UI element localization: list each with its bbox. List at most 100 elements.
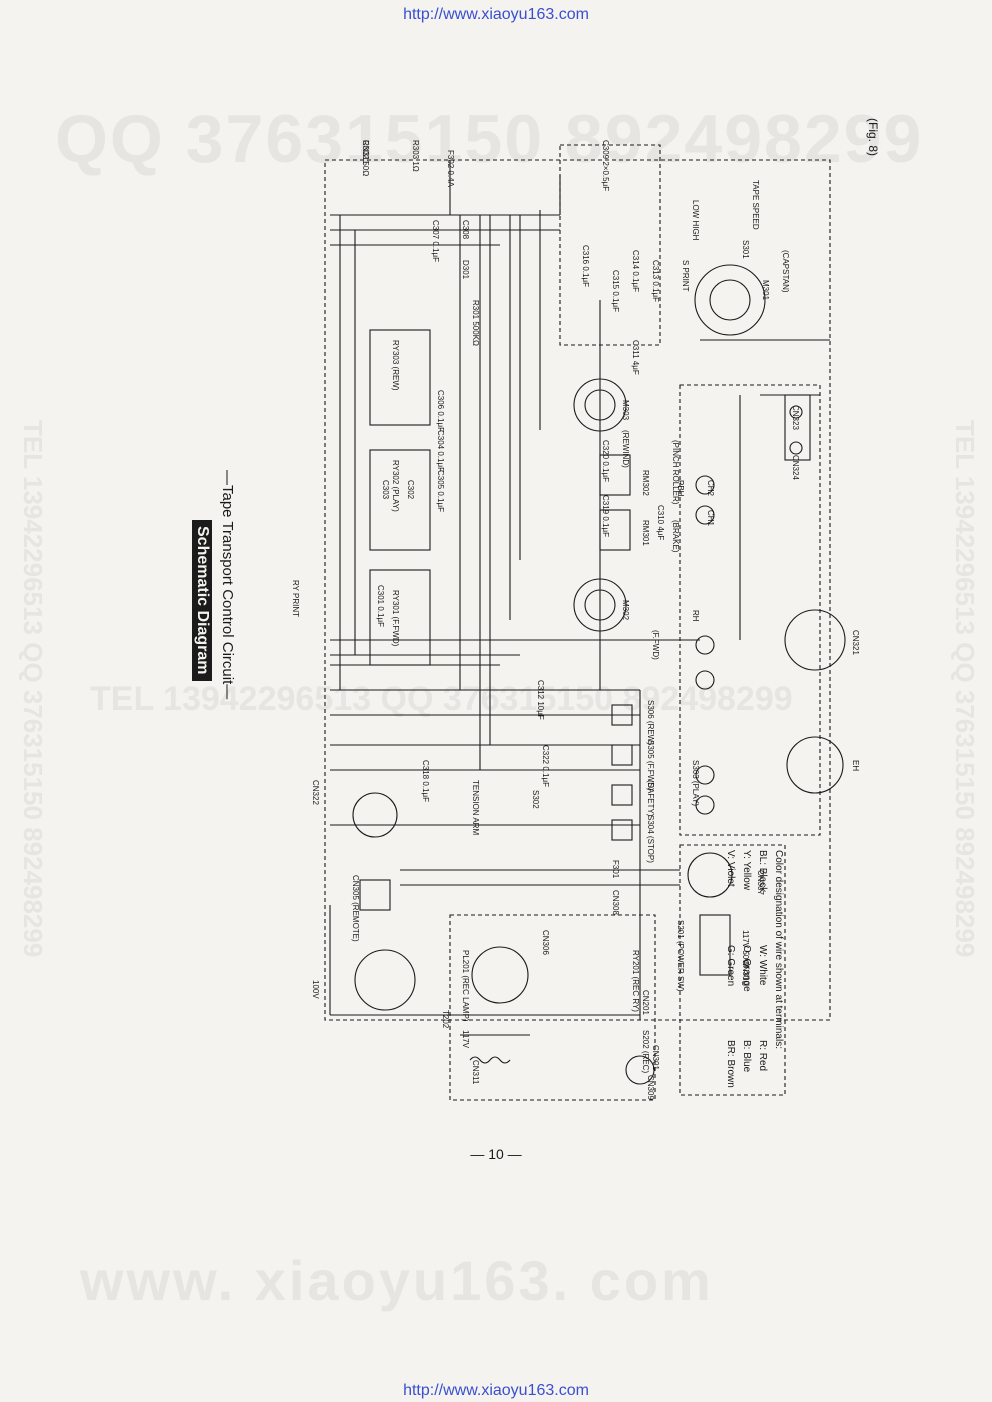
component-label: M301 [761,280,770,301]
erase-head-ch2 [695,765,715,785]
component-label: CN305 (REMOTE) [351,875,360,942]
component-label: CN310 [741,960,750,985]
header-url[interactable]: http://www.xiaoyu163.com [403,6,589,23]
component-label: 117V [461,1030,470,1049]
component-label: CN307 [756,870,765,895]
relay-play-block [369,449,431,551]
component-label: RY302 (PLAY) [391,460,400,512]
connector-cn311 [625,1055,655,1085]
connector-cn322 [786,736,844,794]
component-label: (BRAKE) [671,520,680,553]
component-label: CH1 [706,510,715,527]
motor-capstan [694,264,766,336]
component-label: CN321 [851,630,860,655]
legend-row: V: VioletG: GreenBR: Brown [725,850,736,1088]
component-label: R303 1Ω [411,140,420,172]
component-label: TAPE SPEED [751,180,760,230]
component-label: CN311 [471,1060,480,1085]
component-label: C309 2×0.5μF [601,140,610,192]
speed-switch-box [559,144,661,346]
component-label: M302 [621,600,630,621]
switch-s304 [611,784,633,806]
connector-box [679,844,786,1096]
switch-s303 [611,819,633,841]
motor-rewind [573,378,627,432]
component-label: RY301 (F.FWD) [391,590,400,647]
switch-s306 [611,704,633,726]
component-label: C301 0.1μF [376,585,385,627]
component-label: (F.FWD) [651,630,660,660]
component-label: C322 0.1μF [541,745,550,787]
record-head-ch2 [695,635,715,655]
component-label: C312 10μF [536,680,545,720]
component-label: CH2 [706,480,715,497]
component-label: RH [691,610,700,622]
component-label: R301 500KΩ [471,300,480,347]
component-label: C308 [461,220,470,240]
component-label: (CAPSTAN) [781,250,790,293]
component-label: C313 0.1μF [651,260,660,302]
component-label: RM302 [641,470,650,496]
switch-s305 [611,744,633,766]
component-label: CN309 [646,1075,655,1100]
component-label: PBH [676,480,685,497]
component-label: (REWIND) [621,430,630,468]
component-label: M303 [621,400,630,421]
component-label: S PRINT [681,260,690,292]
page-title: Schematic Diagram [192,520,212,681]
playback-head-ch2 [695,475,715,495]
component-label: S201 (POWER SW) [676,920,685,992]
component-label: S202 (REC) [641,1030,650,1074]
component-label: CN311 [361,140,370,165]
watermark-qq: QQ 376315150 892498299 [55,101,924,177]
component-label: C318 0.1μF [421,760,430,802]
component-label: 100V [311,980,320,999]
outer-boundary [324,159,831,1021]
component-label: S304 (STOP) [646,815,655,863]
component-label: TENSION ARM [471,780,480,836]
component-label: RY201 (REC RY) [631,950,640,1012]
component-label: F301 [611,860,620,879]
power-section-boundary [449,914,656,1101]
page-subtitle: —Tape Transport Control Circuit— [219,470,236,700]
component-label: CN308 [611,890,620,915]
component-label: C303 [381,480,390,500]
connector-cn201 [471,946,529,1004]
connector-cn301 [354,949,416,1011]
component-label: S302 [531,790,540,809]
component-label: RM301 [641,520,650,546]
component-label: S301 [741,240,750,259]
legend-row: Y: YellowO: OrangeB: Blue [741,850,752,1073]
footer-url[interactable]: http://www.xiaoyu163.com [403,1382,589,1399]
component-label: S303 (PLAY) [691,760,700,807]
component-label: LOW HIGH [691,200,700,241]
component-label: C307 0.1μF [431,220,440,262]
component-label: C302 [406,480,415,500]
component-label: CN201 [641,990,650,1015]
connector-cn309-310 [699,914,731,976]
component-label: D301 [461,260,470,280]
component-label: CN301 [651,1045,660,1070]
playback-head-ch1 [695,505,715,525]
component-label: C320 0.1μF [601,440,610,482]
component-label: C314 0.1μF [631,250,640,292]
solenoid-brake [599,509,631,551]
connector-cn306 [687,852,733,898]
watermark-www: www. xiaoyu163. com [80,1249,714,1312]
component-label: CN323 [791,405,800,430]
component-label: S306 (REW) [646,700,655,745]
fuse-f301 [359,879,391,911]
component-label: RY PRINT [291,580,300,618]
connector-cn321 [784,609,846,671]
component-label: C310 4μF [656,505,665,541]
erase-head-ch1 [695,795,715,815]
component-label: (SAFETY) [646,780,655,817]
component-label: C306 0.1μF [436,390,445,432]
motor-ffwd [573,578,627,632]
component-label: CN322 [311,780,320,805]
component-label: PL201 (REC LAMP) [461,950,470,1022]
solenoid-pinch-roller [599,454,631,496]
component-label: EH [851,760,860,772]
component-label: C319 0.1μF [601,495,610,537]
